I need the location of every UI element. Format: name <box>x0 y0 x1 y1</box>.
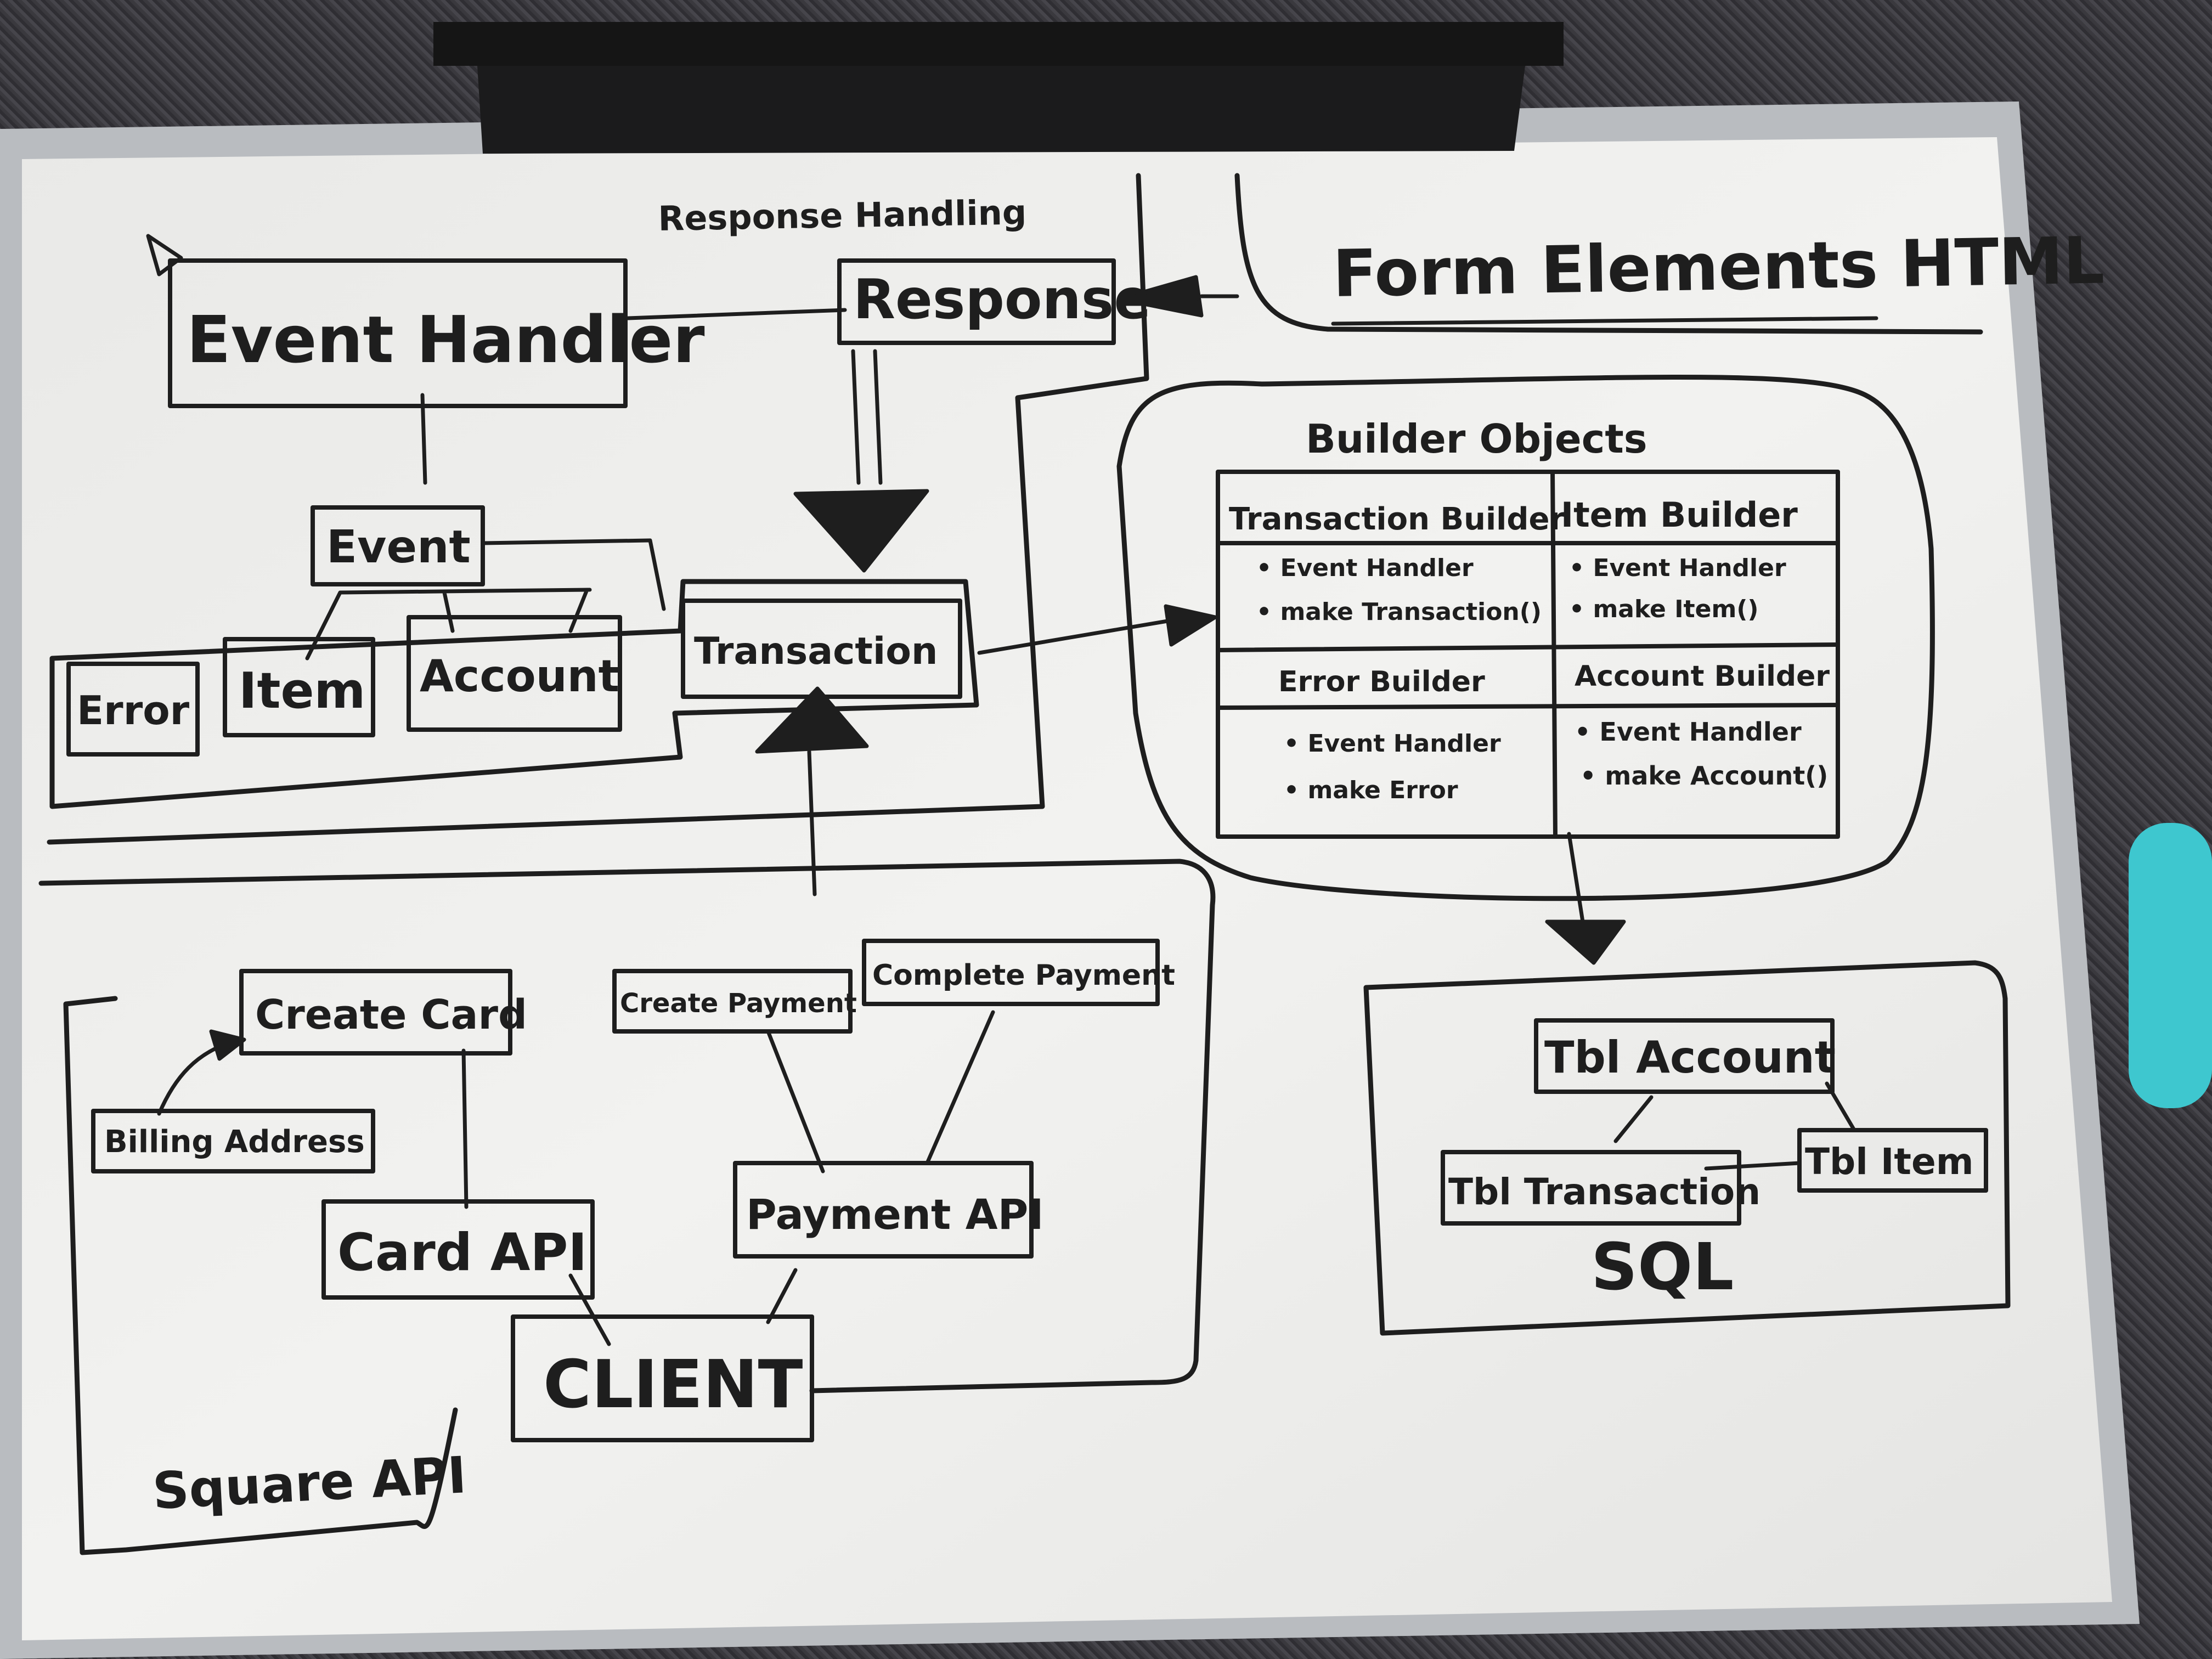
payment-api-label: Payment API <box>746 1190 1044 1239</box>
marker-tray-lip <box>477 66 1525 154</box>
eventhandler-event-link <box>420 393 427 485</box>
response-box <box>837 258 1116 345</box>
account-box <box>407 615 622 732</box>
payment-api-box <box>733 1161 1034 1259</box>
response-region-line <box>47 173 1149 845</box>
response-down-arrowhead <box>793 489 929 573</box>
event-label: Event <box>326 521 471 573</box>
account-builder-title: Account Builder <box>1575 660 1830 693</box>
transaction-label: Transaction <box>694 630 938 673</box>
create-card-label: Create Card <box>255 991 527 1039</box>
client-up-arrow-shaft <box>807 749 817 896</box>
sql-arrowhead <box>1545 919 1626 965</box>
transaction-builder-item-2: • make Transaction() <box>1256 598 1542 626</box>
tbl-item-box <box>1797 1128 1988 1193</box>
transaction-box <box>681 599 962 699</box>
billing-address-label: Billing Address <box>104 1124 365 1160</box>
tbl-transaction-label: Tbl Transaction <box>1448 1171 1760 1213</box>
sql-frame <box>1363 960 2011 1336</box>
error-box <box>66 662 200 757</box>
transaction-up-arrowhead <box>755 686 869 754</box>
account-builder-item-2: • make Account() <box>1580 761 1828 791</box>
tbl-transaction-box <box>1441 1150 1741 1226</box>
create-payment-box <box>612 969 853 1034</box>
board-surface <box>22 137 2112 1640</box>
event-transaction-link <box>481 538 666 611</box>
paymentapi-client-link <box>766 1268 798 1324</box>
event-box <box>311 505 485 586</box>
createpayment-paymentapi-link <box>766 1029 825 1173</box>
create-card-box <box>239 969 512 1056</box>
createcard-cardapi-link <box>461 1048 469 1209</box>
square-api-border <box>38 859 1216 1555</box>
tblaccount-tbltransaction-link <box>1613 1095 1654 1143</box>
builders-arrowhead <box>1164 604 1217 647</box>
complete-payment-box <box>862 939 1160 1006</box>
error-builder-title: Error Builder <box>1278 665 1485 698</box>
form-elements-underline <box>1331 316 1878 326</box>
transaction-builder-title: Transaction Builder <box>1229 501 1565 537</box>
item-label: Item <box>239 662 365 720</box>
client-box <box>511 1314 814 1442</box>
complete-payment-label: Complete Payment <box>872 959 1175 992</box>
tbl-account-label: Tbl Account <box>1544 1032 1836 1083</box>
error-label: Error <box>77 687 190 733</box>
createcard-arrowhead <box>209 1029 246 1061</box>
event-handler-box <box>168 258 628 408</box>
item-builder-title: Item Builder <box>1561 495 1798 535</box>
builder-grid <box>1216 470 1840 839</box>
tbl-item-label: Tbl Item <box>1805 1141 1974 1183</box>
event-handler-label: Event Handler <box>187 302 705 377</box>
item-builder-item-1: • Event Handler <box>1569 554 1786 582</box>
client-label: CLIENT <box>543 1347 803 1423</box>
tbltransaction-tblitem-link <box>1704 1161 1802 1171</box>
form-region-line <box>1234 173 1983 335</box>
transaction-builders-arrow <box>977 618 1176 655</box>
card-api-label: Card API <box>337 1223 587 1283</box>
item-box <box>223 637 375 737</box>
cardapi-client-link <box>568 1273 611 1346</box>
error-builder-item-1: • Event Handler <box>1284 730 1501 758</box>
completepayment-paymentapi-link <box>925 1010 995 1165</box>
response-handling-heading: Response Handling <box>658 192 1027 239</box>
response-label: Response <box>853 267 1151 331</box>
account-label: Account <box>420 651 619 702</box>
builder-objects-frame <box>1116 375 1935 901</box>
builder-grid-middle <box>1216 642 1840 652</box>
error-builder-item-2: • make Error <box>1284 776 1458 804</box>
response-left-arrowhead <box>1117 275 1204 318</box>
transaction-builder-item-1: • Event Handler <box>1256 554 1474 582</box>
billing-address-box <box>91 1109 375 1173</box>
crocs-shoe <box>2129 823 2212 1108</box>
account-builder-item-1: • Event Handler <box>1575 717 1802 747</box>
response-down-arrow-shaft <box>851 349 883 485</box>
event-children-link <box>305 588 592 661</box>
builder-grid-lower-title <box>1216 703 1840 710</box>
eventhandler-response-link <box>626 308 847 320</box>
builders-sql-arrow-shaft <box>1567 832 1585 924</box>
tbl-account-box <box>1534 1018 1835 1094</box>
item-builder-item-2: • make Item() <box>1569 595 1759 623</box>
card-api-box <box>321 1199 595 1300</box>
builder-objects-heading: Builder Objects <box>1306 416 1647 462</box>
builder-grid-vertical <box>1550 470 1558 839</box>
sql-heading: SQL <box>1591 1229 1734 1305</box>
marker-tray <box>433 22 1564 66</box>
form-elements-heading: Form Elements HTML <box>1332 222 2105 312</box>
create-payment-label: Create Payment <box>620 988 857 1019</box>
